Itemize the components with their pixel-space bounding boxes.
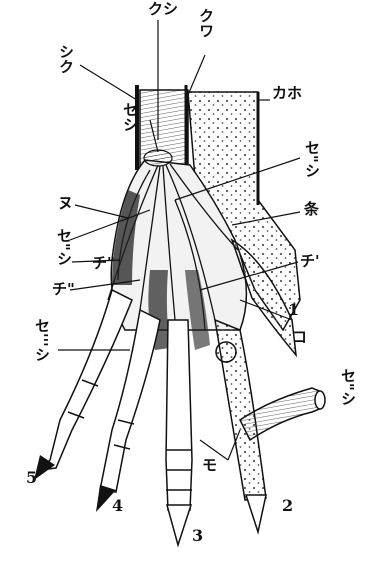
- label-one: 1: [288, 302, 299, 318]
- label-four: 4: [112, 498, 123, 514]
- wrist-knot: [144, 150, 172, 166]
- label-ku-wa: クワ: [198, 8, 213, 38]
- label-se-shi-triple: セ'''シ: [34, 318, 49, 362]
- label-ko: コ: [292, 330, 307, 345]
- finger-3: [166, 320, 192, 510]
- label-five: 5: [26, 470, 37, 486]
- label-nu: ヌ: [58, 196, 73, 211]
- label-ka-ho: カホ: [272, 86, 302, 101]
- label-chi-dd-left: チ": [92, 256, 115, 271]
- claw-3: [167, 505, 191, 545]
- label-se-shi-dd-far-right: セ"シ: [340, 368, 355, 406]
- label-se-shi-dd-right: セ"シ: [304, 140, 319, 178]
- label-shi-ku: シク: [58, 44, 73, 74]
- label-ku-shi: クシ: [148, 2, 178, 17]
- claw-2: [246, 495, 266, 532]
- label-two: 2: [282, 498, 293, 514]
- label-chi-dd-lower: チ": [52, 282, 75, 297]
- label-chi-prime: チ': [300, 254, 320, 269]
- label-jo: 条: [304, 202, 319, 217]
- label-se-shi-top: セシ: [122, 102, 137, 132]
- label-mo: モ: [202, 458, 217, 473]
- label-three: 3: [192, 528, 203, 544]
- label-se-shi-dd-left: セ"シ: [56, 228, 71, 266]
